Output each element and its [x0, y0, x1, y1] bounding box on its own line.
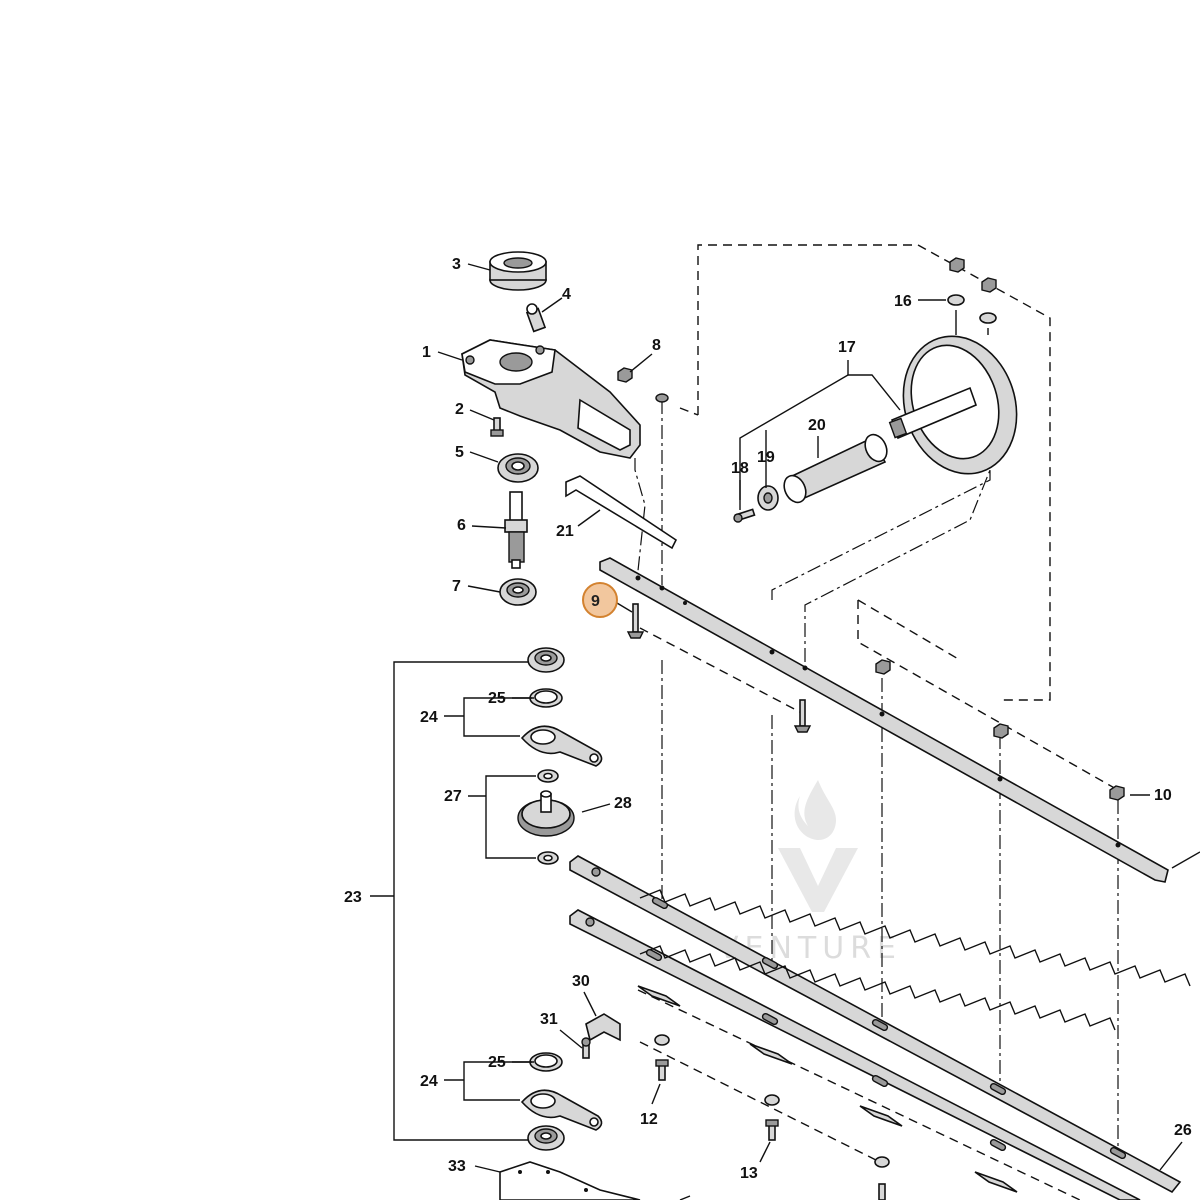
callout-28[interactable]: 28	[614, 795, 632, 812]
callout-18[interactable]: 18	[731, 460, 749, 477]
part-31-screw	[581, 1037, 591, 1059]
part-5-ball-bearing	[497, 453, 539, 483]
callout-25-lower[interactable]: 25	[488, 1054, 506, 1071]
callout-10[interactable]: 10	[1154, 787, 1172, 804]
callout-24-upper[interactable]: 24	[420, 709, 438, 726]
callout-24-lower[interactable]: 24	[420, 1073, 438, 1090]
guide-lines	[634, 244, 1119, 1200]
callout-1[interactable]: 1	[422, 344, 431, 361]
part-17-hand-guard	[888, 335, 1018, 475]
callout-8[interactable]: 8	[652, 337, 661, 354]
callout-25-upper[interactable]: 25	[488, 690, 506, 707]
part-6-pinion-shaft	[504, 491, 528, 569]
watermark-v-icon	[778, 848, 858, 912]
callout-9-highlight[interactable]	[582, 582, 618, 618]
callout-labels: 3 4 1 8 2 5 6 7 21 16 17 20 19 18 10 28 …	[344, 256, 1192, 1182]
callout-27[interactable]: 27	[444, 788, 462, 805]
bolt-upper	[655, 393, 669, 403]
callout-9[interactable]: 9	[591, 593, 600, 610]
callout-7[interactable]: 7	[452, 578, 461, 595]
callout-6[interactable]: 6	[457, 517, 466, 534]
watermark: VENTURE	[718, 780, 896, 966]
part-23-gear-assembly	[517, 647, 603, 1151]
watermark-flame-icon	[794, 780, 836, 841]
part-33-gasket	[499, 1161, 691, 1200]
callout-17[interactable]: 17	[838, 339, 856, 356]
part-3-cap	[489, 251, 547, 291]
part-1-gear-housing	[461, 339, 641, 459]
part-20-sleeve	[783, 433, 888, 504]
callout-20[interactable]: 20	[808, 417, 826, 434]
part-30-bracket	[585, 1013, 621, 1042]
leader-lines	[370, 263, 1183, 1173]
part-12-screw	[654, 1034, 670, 1081]
callout-30[interactable]: 30	[572, 973, 590, 990]
cutter-blade-lower	[569, 909, 1141, 1200]
callout-2[interactable]: 2	[455, 401, 464, 418]
part-21-spacer-strip	[565, 475, 678, 550]
guide-plates	[637, 985, 1018, 1193]
callout-12[interactable]: 12	[640, 1111, 658, 1128]
part-8-nut	[617, 367, 633, 383]
part-19-washer	[757, 485, 779, 511]
callout-21[interactable]: 21	[556, 523, 574, 540]
callout-5[interactable]: 5	[455, 444, 464, 461]
callout-33[interactable]: 33	[448, 1158, 466, 1175]
callout-16[interactable]: 16	[894, 293, 912, 310]
part-16-washers-nuts	[947, 257, 997, 324]
part-13-screw	[764, 1094, 890, 1200]
callout-31[interactable]: 31	[540, 1011, 558, 1028]
part-9-bolts	[626, 603, 812, 733]
part-2-screw	[490, 417, 504, 437]
callout-3[interactable]: 3	[452, 256, 461, 273]
callout-19[interactable]: 19	[757, 449, 775, 466]
callout-13[interactable]: 13	[740, 1165, 758, 1182]
callout-26[interactable]: 26	[1174, 1122, 1192, 1139]
blade-bar	[599, 557, 1200, 883]
callout-4[interactable]: 4	[562, 286, 571, 303]
callout-9-selected[interactable]: 9	[582, 582, 618, 618]
part-18-screw	[733, 508, 756, 523]
part-7-ball-bearing	[499, 578, 537, 606]
part-10-nuts	[875, 659, 1125, 801]
cutter-blade-upper	[569, 855, 1191, 1194]
part-4-grease-nipple	[525, 303, 547, 333]
callout-23[interactable]: 23	[344, 889, 362, 906]
